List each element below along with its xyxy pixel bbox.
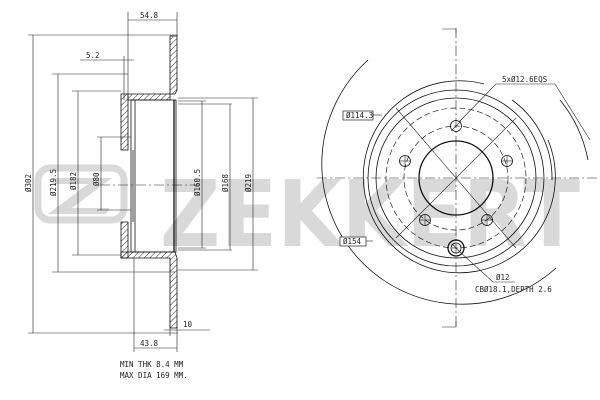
dim-168: Ø168 — [221, 173, 230, 192]
callout-counterbore: CBØ18.1,DEPTH 2.6 — [475, 285, 552, 294]
bolt-hole — [481, 214, 493, 226]
section-hat-wall-top — [120, 93, 129, 151]
bolt-hole — [450, 120, 462, 132]
disc-outer-edge — [321, 59, 557, 305]
dim-hat-height: 43.8 — [140, 339, 159, 348]
locating-hole — [450, 242, 462, 254]
callout-pitch-circle: Ø114.3 — [346, 111, 373, 120]
locating-hole-counterbore — [447, 239, 465, 257]
callout-hub-circle-box — [339, 236, 367, 247]
callout-bolt-holes: 5xØ12.6EQS — [502, 75, 548, 84]
section-flange-top — [127, 35, 178, 101]
bolt-holes — [399, 120, 513, 226]
dim-160-5: Ø160.5 — [193, 169, 202, 196]
note-min-thickness: MIN THK 8.4 MM — [120, 360, 184, 369]
dim-thickness: 10 — [183, 320, 193, 329]
section-view: 54.8 5.2 43.8 10 Ø302 Ø219.5 Ø182 Ø80 Ø1… — [24, 11, 258, 380]
section-flange-bottom — [120, 251, 178, 329]
watermark-logo-z — [48, 178, 112, 214]
bolt-hole — [399, 155, 411, 167]
brand-watermark: ZEKKERT — [34, 161, 580, 268]
bolt-hole — [501, 155, 513, 167]
center-bore — [418, 140, 494, 216]
ring-182 — [367, 89, 545, 267]
face-view: 5xØ12.6EQS Ø114.3 Ø154 Ø12 CBØ18.1,DEPTH… — [317, 28, 600, 328]
hat-inner-outline — [130, 99, 177, 253]
ring-168 — [375, 97, 537, 259]
dim-outer-diameter: Ø302 — [24, 174, 33, 192]
dim-center-bore: Ø80 — [92, 172, 101, 186]
watermark-logo-frame — [34, 164, 128, 224]
dim-219: Ø219 — [244, 174, 253, 192]
callout-hub-circle: Ø154 — [343, 237, 362, 246]
note-max-diameter: MAX DIA 169 MM. — [120, 371, 188, 380]
callout-locating-hole: Ø12 — [496, 273, 510, 282]
bolt-hole — [419, 214, 431, 226]
dim-flange-offset: 5.2 — [86, 51, 100, 60]
dim-overall-height: 54.8 — [140, 11, 159, 20]
dim-182: Ø182 — [69, 172, 78, 190]
ring-219 — [362, 80, 556, 274]
dim-219-5: Ø219.5 — [49, 169, 58, 196]
callout-pitch-circle-box — [342, 110, 374, 121]
